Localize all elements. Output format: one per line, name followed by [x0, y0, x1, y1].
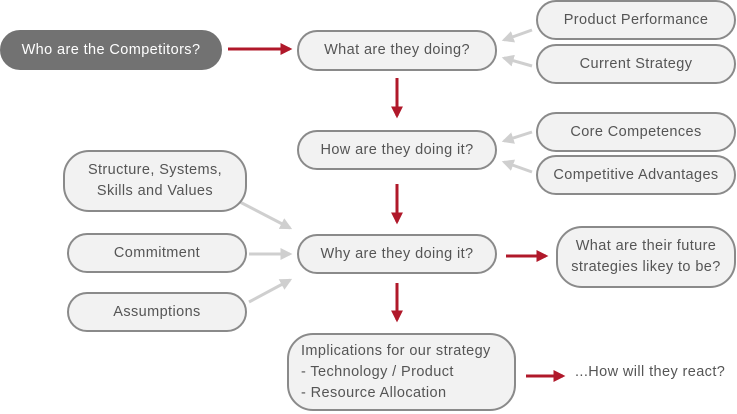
node-how-are-they-doing: How are they doing it?	[297, 130, 497, 170]
node-current-strategy: Current Strategy	[536, 44, 736, 84]
node-implications: Implications for our strategy - Technolo…	[287, 333, 516, 411]
node-commitment: Commitment	[67, 233, 247, 273]
node-structure-systems-skills-values: Structure, Systems, Skills and Values	[63, 150, 247, 212]
arrow-core-competences-to-how	[501, 130, 533, 144]
node-assumptions: Assumptions	[67, 292, 247, 332]
text-how-will-they-react: ...How will they react?	[575, 364, 726, 380]
arrow-structure-to-why	[237, 199, 293, 230]
node-product-performance: Product Performance	[536, 0, 736, 40]
node-who-are-competitors: Who are the Competitors?	[0, 30, 222, 70]
node-future-strategies: What are their future strategies likey t…	[556, 226, 736, 288]
arrow-assumptions-to-why	[248, 278, 293, 304]
arrow-current-strategy-to-what	[501, 54, 533, 68]
node-what-are-they-doing: What are they doing?	[297, 30, 497, 71]
arrow-competitive-advantages-to-how	[501, 159, 533, 174]
node-competitive-advantages: Competitive Advantages	[536, 155, 736, 195]
node-why-are-they-doing: Why are they doing it?	[297, 234, 497, 274]
arrow-product-performance-to-what	[501, 28, 533, 43]
node-core-competences: Core Competences	[536, 112, 736, 152]
